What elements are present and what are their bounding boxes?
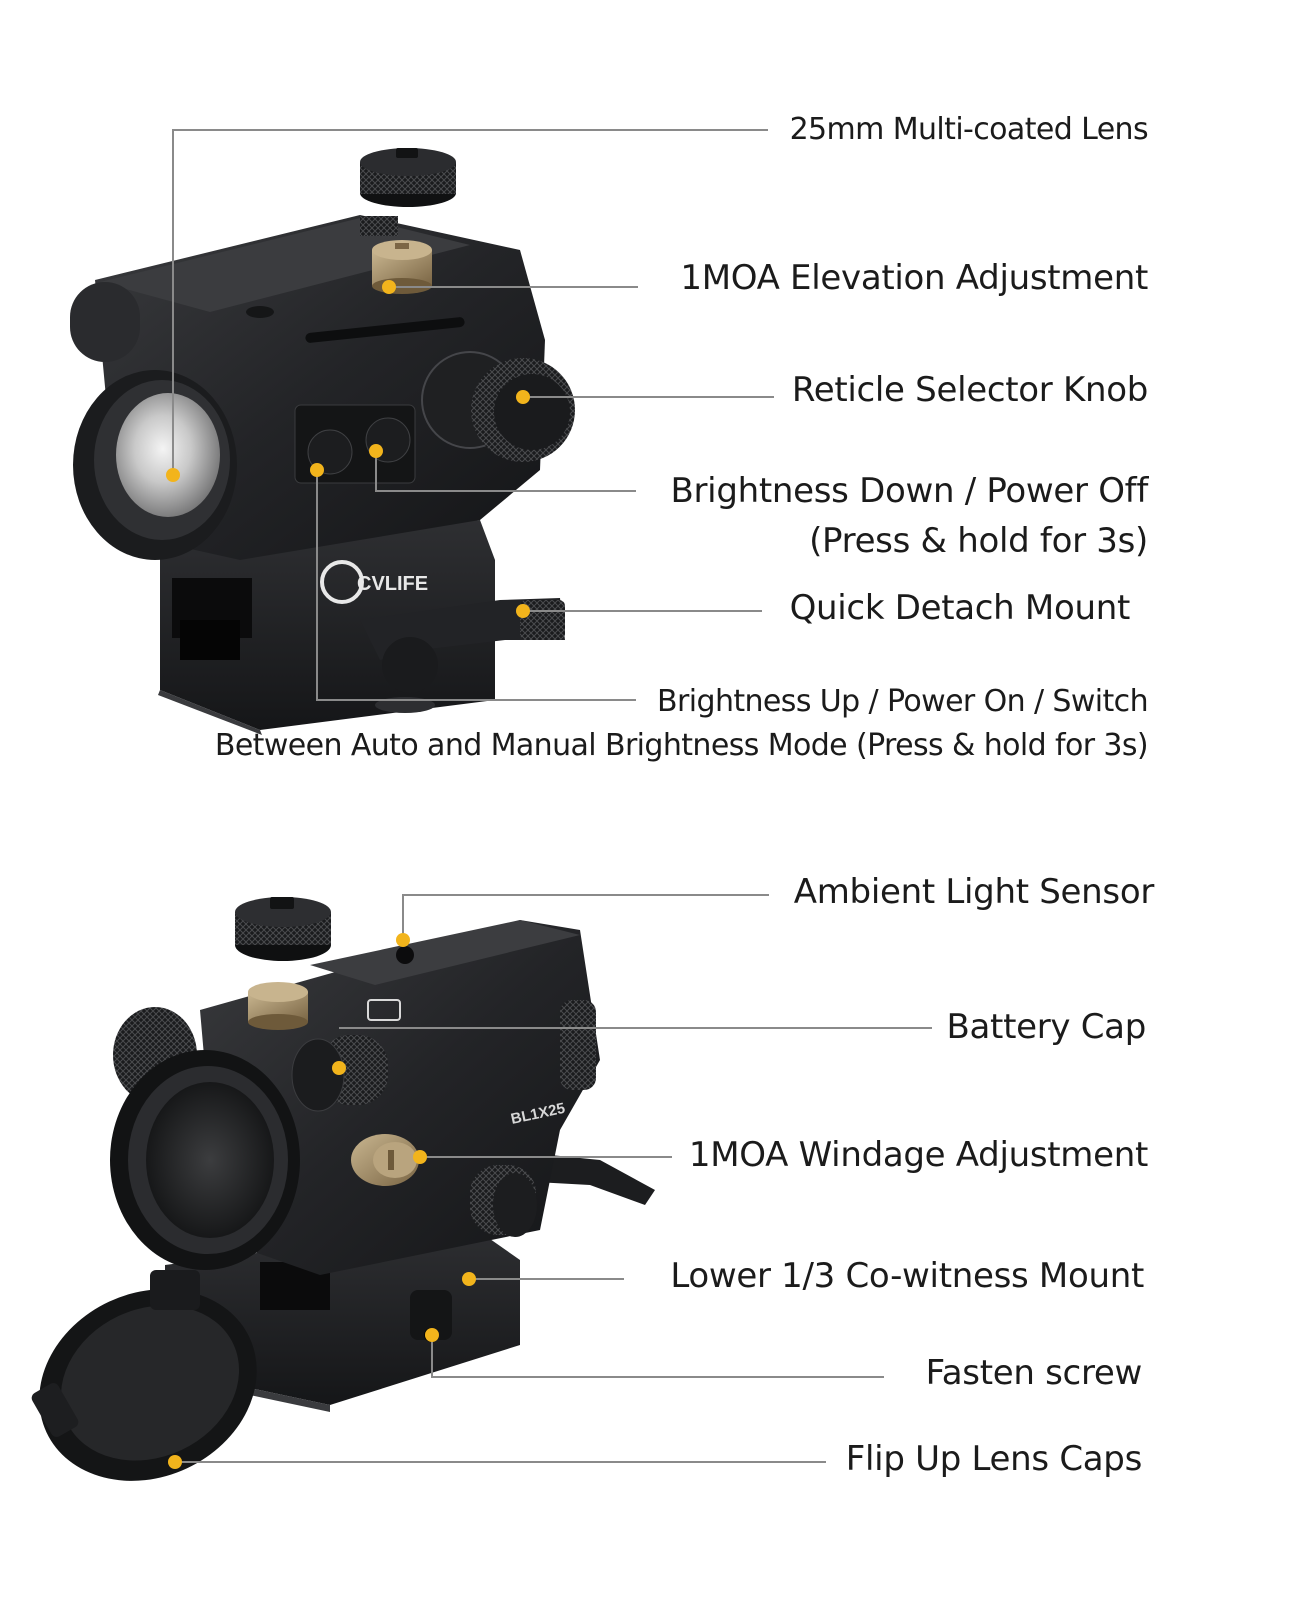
- bottom-scope: BL1X25: [31, 897, 655, 1481]
- top-scope: CVLIFE: [70, 148, 575, 735]
- top-floating-cap: [360, 148, 456, 207]
- label-brightness-down-line1: Brightness Down / Power Off: [670, 471, 1148, 511]
- label-reticle-selector: Reticle Selector Knob: [791, 370, 1148, 410]
- bottom-lens: [110, 1050, 300, 1270]
- label-brightness-up: Brightness Up / Power On / Switch Betwee…: [214, 680, 1149, 768]
- top-lens: [73, 370, 237, 560]
- top-reticle-knob: [421, 351, 575, 462]
- label-fasten-screw: Fasten screw: [925, 1353, 1143, 1393]
- label-cowitness-mount: Lower 1/3 Co-witness Mount: [670, 1256, 1144, 1296]
- label-brightness-down-line2: (Press & hold for 3s): [809, 521, 1148, 561]
- label-battery-cap: Battery Cap: [946, 1007, 1146, 1047]
- bottom-elevation-turret: [248, 982, 308, 1030]
- flip-lens-cap: [31, 1270, 257, 1481]
- bottom-windage-turret: [351, 1134, 419, 1186]
- label-brightness-down: Brightness Down / Power Off (Press & hol…: [670, 466, 1148, 566]
- label-ambient-light-sensor: Ambient Light Sensor: [793, 872, 1155, 912]
- label-flip-up-lens-caps: Flip Up Lens Caps: [845, 1439, 1143, 1479]
- label-lens: 25mm Multi-coated Lens: [789, 112, 1149, 147]
- brand-logo: CVLIFE: [357, 573, 428, 595]
- callout-dots: [166, 280, 530, 1469]
- label-brightness-up-line2: Between Auto and Manual Brightness Mode …: [214, 728, 1149, 763]
- label-windage-adjustment: 1MOA Windage Adjustment: [688, 1135, 1148, 1175]
- label-elevation-adjustment: 1MOA Elevation Adjustment: [680, 258, 1148, 298]
- bottom-floating-cap: [235, 897, 331, 961]
- label-brightness-up-line1: Brightness Up / Power On / Switch: [657, 684, 1149, 719]
- label-quick-detach: Quick Detach Mount: [789, 588, 1131, 628]
- callout-lines: [172, 129, 932, 1463]
